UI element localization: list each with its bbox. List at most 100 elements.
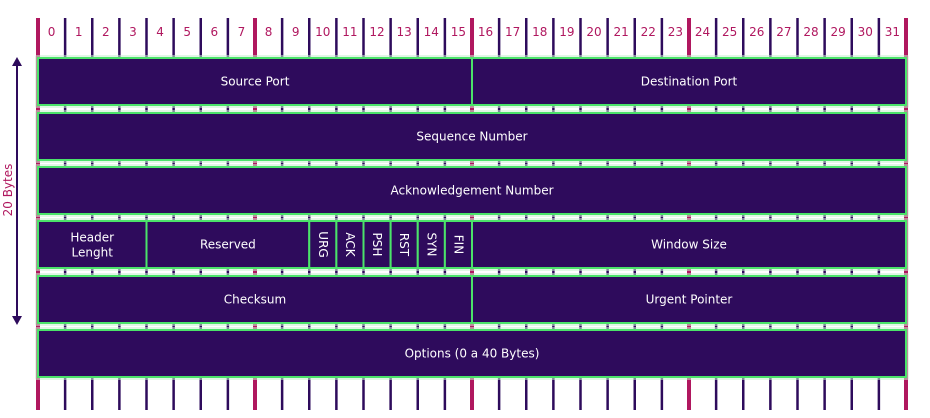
size-indicator: 20 Bytes <box>1 57 22 325</box>
bit-number: 6 <box>210 25 218 39</box>
bit-number-bg <box>69 24 88 40</box>
bit-number: 3 <box>129 25 137 39</box>
field-box <box>389 220 419 269</box>
bit-number: 11 <box>342 25 357 39</box>
bit-number: 30 <box>858 25 873 39</box>
bit-number: 7 <box>238 25 246 39</box>
bit-number-bg <box>476 24 495 40</box>
flag-label: PSH <box>370 233 384 257</box>
field-box <box>335 220 365 269</box>
header-field: ACK <box>335 220 365 269</box>
bit-number: 17 <box>505 25 520 39</box>
header-field: Checksum <box>37 275 473 324</box>
bit-number: 29 <box>831 25 846 39</box>
header-field: Acknowledgement Number <box>37 166 907 215</box>
field-box <box>37 329 907 378</box>
bit-number-bg <box>666 24 685 40</box>
bit-number-bg <box>530 24 549 40</box>
field-label: Urgent Pointer <box>646 293 733 307</box>
field-box <box>145 220 311 269</box>
header-field: URG <box>308 220 338 269</box>
field-label: Sequence Number <box>416 130 527 144</box>
bit-number-bg <box>639 24 658 40</box>
header-field: Reserved <box>145 220 311 269</box>
header-row: Acknowledgement Number <box>35 164 909 217</box>
bit-number-bg <box>856 24 875 40</box>
bit-number: 24 <box>695 25 710 39</box>
bit-number: 23 <box>668 25 683 39</box>
bit-number: 13 <box>397 25 412 39</box>
header-field: Options (0 a 40 Bytes) <box>37 329 907 378</box>
bit-number: 25 <box>722 25 737 39</box>
field-box <box>416 220 446 269</box>
field-label: Acknowledgement Number <box>390 184 553 198</box>
bit-number: 2 <box>102 25 110 39</box>
bit-number-bg <box>151 24 170 40</box>
field-label: Window Size <box>651 238 727 252</box>
bit-number-bg <box>42 24 61 40</box>
bit-number-bg <box>123 24 142 40</box>
bit-number: 10 <box>315 25 330 39</box>
header-row: Checksum Urgent Pointer <box>35 273 909 326</box>
bit-number: 14 <box>424 25 439 39</box>
bit-number: 26 <box>749 25 764 39</box>
header-field: Destination Port <box>471 57 907 106</box>
flag-label: URG <box>316 231 330 257</box>
bit-number: 16 <box>478 25 493 39</box>
field-box <box>37 275 473 324</box>
bit-number-bg <box>585 24 604 40</box>
header-row: Sequence Number <box>35 110 909 163</box>
bit-number: 12 <box>369 25 384 39</box>
header-field: Window Size <box>471 220 907 269</box>
bit-number-bg <box>829 24 848 40</box>
header-field: Urgent Pointer <box>471 275 907 324</box>
bit-number-bg <box>747 24 766 40</box>
bit-number-bg <box>340 24 359 40</box>
bit-number: 21 <box>614 25 629 39</box>
bit-number-bg <box>883 24 902 40</box>
bit-number: 8 <box>265 25 273 39</box>
bit-number: 15 <box>451 25 466 39</box>
field-box <box>308 220 338 269</box>
bit-number: 5 <box>183 25 191 39</box>
size-label: 20 Bytes <box>1 164 15 217</box>
header-field: RST <box>389 220 419 269</box>
size-arrow-up-head <box>12 57 22 66</box>
bit-number: 20 <box>586 25 601 39</box>
bit-number: 0 <box>48 25 56 39</box>
bit-number-bg <box>259 24 278 40</box>
field-label: Options (0 a 40 Bytes) <box>405 347 540 361</box>
bit-number-bg <box>612 24 631 40</box>
bit-number: 18 <box>532 25 547 39</box>
bit-number-bg <box>96 24 115 40</box>
header-row: Source Port Destination Port <box>35 55 909 108</box>
field-label: Source Port <box>221 75 290 89</box>
header-field: Source Port <box>37 57 473 106</box>
flag-label: SYN <box>424 233 438 257</box>
bit-number: 31 <box>885 25 900 39</box>
bit-number-bg <box>395 24 414 40</box>
bit-number: 28 <box>803 25 818 39</box>
bit-number: 9 <box>292 25 300 39</box>
flag-label: RST <box>397 233 411 257</box>
bit-number-bg <box>178 24 197 40</box>
bit-number-bg <box>368 24 387 40</box>
header-field: Sequence Number <box>37 112 907 161</box>
bit-number-bg <box>557 24 576 40</box>
field-box <box>37 166 907 215</box>
bit-number: 19 <box>559 25 574 39</box>
field-box <box>471 57 907 106</box>
field-label: Destination Port <box>641 75 738 89</box>
field-box <box>471 220 907 269</box>
flag-label: FIN <box>451 235 465 254</box>
bit-number-bg <box>503 24 522 40</box>
field-box <box>37 57 473 106</box>
field-box <box>37 112 907 161</box>
header-field: PSH <box>362 220 392 269</box>
field-box <box>471 275 907 324</box>
